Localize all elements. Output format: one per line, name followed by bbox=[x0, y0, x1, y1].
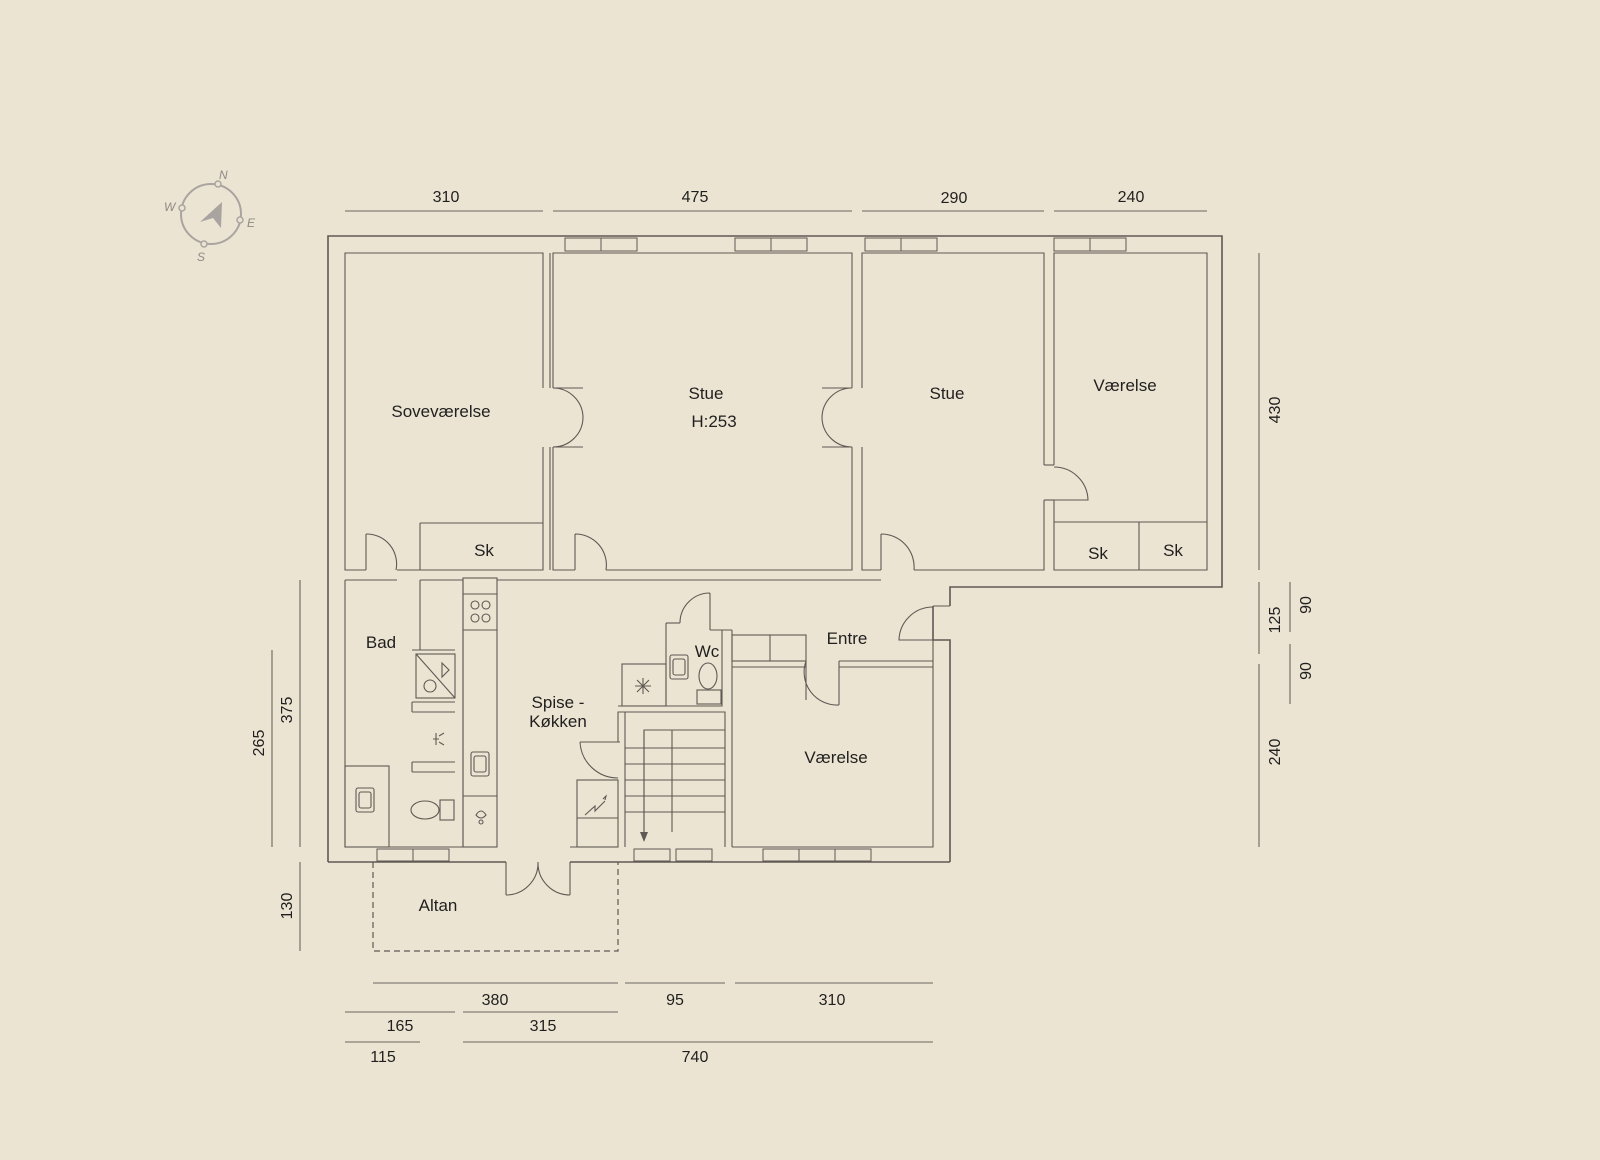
label-koekken: Køkken bbox=[529, 712, 587, 731]
electric-icon bbox=[584, 794, 608, 816]
dim-top-1: 310 bbox=[433, 189, 460, 206]
dim-bottom-1b: 95 bbox=[666, 992, 684, 1009]
wc-sink-icon bbox=[669, 654, 689, 680]
dim-bottom-1c: 310 bbox=[819, 992, 846, 1009]
label-vaerelse-2: Værelse bbox=[804, 748, 867, 767]
toilet-icon-wc bbox=[696, 662, 722, 705]
dim-bottom-3a: 115 bbox=[370, 1049, 396, 1066]
dim-top-2: 475 bbox=[682, 189, 709, 206]
windows bbox=[376, 237, 1127, 862]
heater-icon bbox=[635, 678, 651, 694]
dim-left-2: 265 bbox=[251, 730, 268, 757]
toilet-icon-bath bbox=[410, 799, 455, 821]
dim-left-1: 375 bbox=[279, 697, 296, 724]
dim-right-1: 430 bbox=[1267, 397, 1284, 424]
compass-w: W bbox=[164, 200, 177, 214]
label-sk-1: Sk bbox=[474, 541, 494, 560]
compass-e: E bbox=[247, 216, 256, 230]
dim-bottom-1a: 380 bbox=[482, 992, 509, 1009]
room-labels: Soveværelse Stue H:253 Stue Værelse Sk S… bbox=[366, 376, 1184, 915]
fixtures bbox=[355, 600, 722, 825]
altan-outline bbox=[372, 862, 619, 952]
dishwasher-icon bbox=[475, 810, 487, 825]
label-sk-3: Sk bbox=[1163, 541, 1183, 560]
label-stue-1: Stue bbox=[689, 384, 724, 403]
dim-right-2: 125 bbox=[1267, 607, 1284, 634]
top-rooms bbox=[344, 252, 1208, 571]
dim-right-4: 90 bbox=[1298, 662, 1315, 680]
compass-icon: N E S W bbox=[164, 168, 256, 264]
label-wc: Wc bbox=[695, 642, 720, 661]
dim-right-5: 240 bbox=[1267, 739, 1284, 766]
label-stue-1-height: H:253 bbox=[691, 412, 736, 431]
dim-right-3: 90 bbox=[1298, 596, 1315, 614]
dim-bottom-2a: 165 bbox=[387, 1018, 414, 1035]
compass-n: N bbox=[219, 168, 228, 182]
label-bad: Bad bbox=[366, 633, 396, 652]
label-spise: Spise - bbox=[532, 693, 585, 712]
doors bbox=[365, 387, 1089, 896]
dim-top-4: 240 bbox=[1118, 189, 1145, 206]
stove-icon bbox=[470, 600, 491, 623]
dim-bottom-2b: 315 bbox=[530, 1018, 557, 1035]
dimension-labels: 310 475 290 240 430 125 90 90 240 375 26… bbox=[251, 189, 1315, 1066]
dim-left-3: 130 bbox=[279, 893, 296, 920]
shower-icon bbox=[433, 732, 445, 746]
stair bbox=[625, 729, 725, 842]
label-altan: Altan bbox=[419, 896, 458, 915]
label-sk-2: Sk bbox=[1088, 544, 1108, 563]
bath-sink-icon bbox=[355, 787, 375, 813]
dimension-lines bbox=[271, 210, 1291, 1043]
compass-s: S bbox=[197, 250, 205, 264]
washer-icon bbox=[423, 661, 450, 693]
dim-top-3: 290 bbox=[941, 190, 968, 207]
kitchen-sink-icon bbox=[470, 751, 490, 777]
label-entre: Entre bbox=[827, 629, 868, 648]
label-vaerelse-1: Værelse bbox=[1093, 376, 1156, 395]
label-sovevaerelse: Soveværelse bbox=[391, 402, 490, 421]
dim-bottom-3b: 740 bbox=[682, 1049, 709, 1066]
label-stue-2: Stue bbox=[930, 384, 965, 403]
outer-walls bbox=[327, 235, 1223, 863]
lower-rooms bbox=[344, 577, 934, 848]
